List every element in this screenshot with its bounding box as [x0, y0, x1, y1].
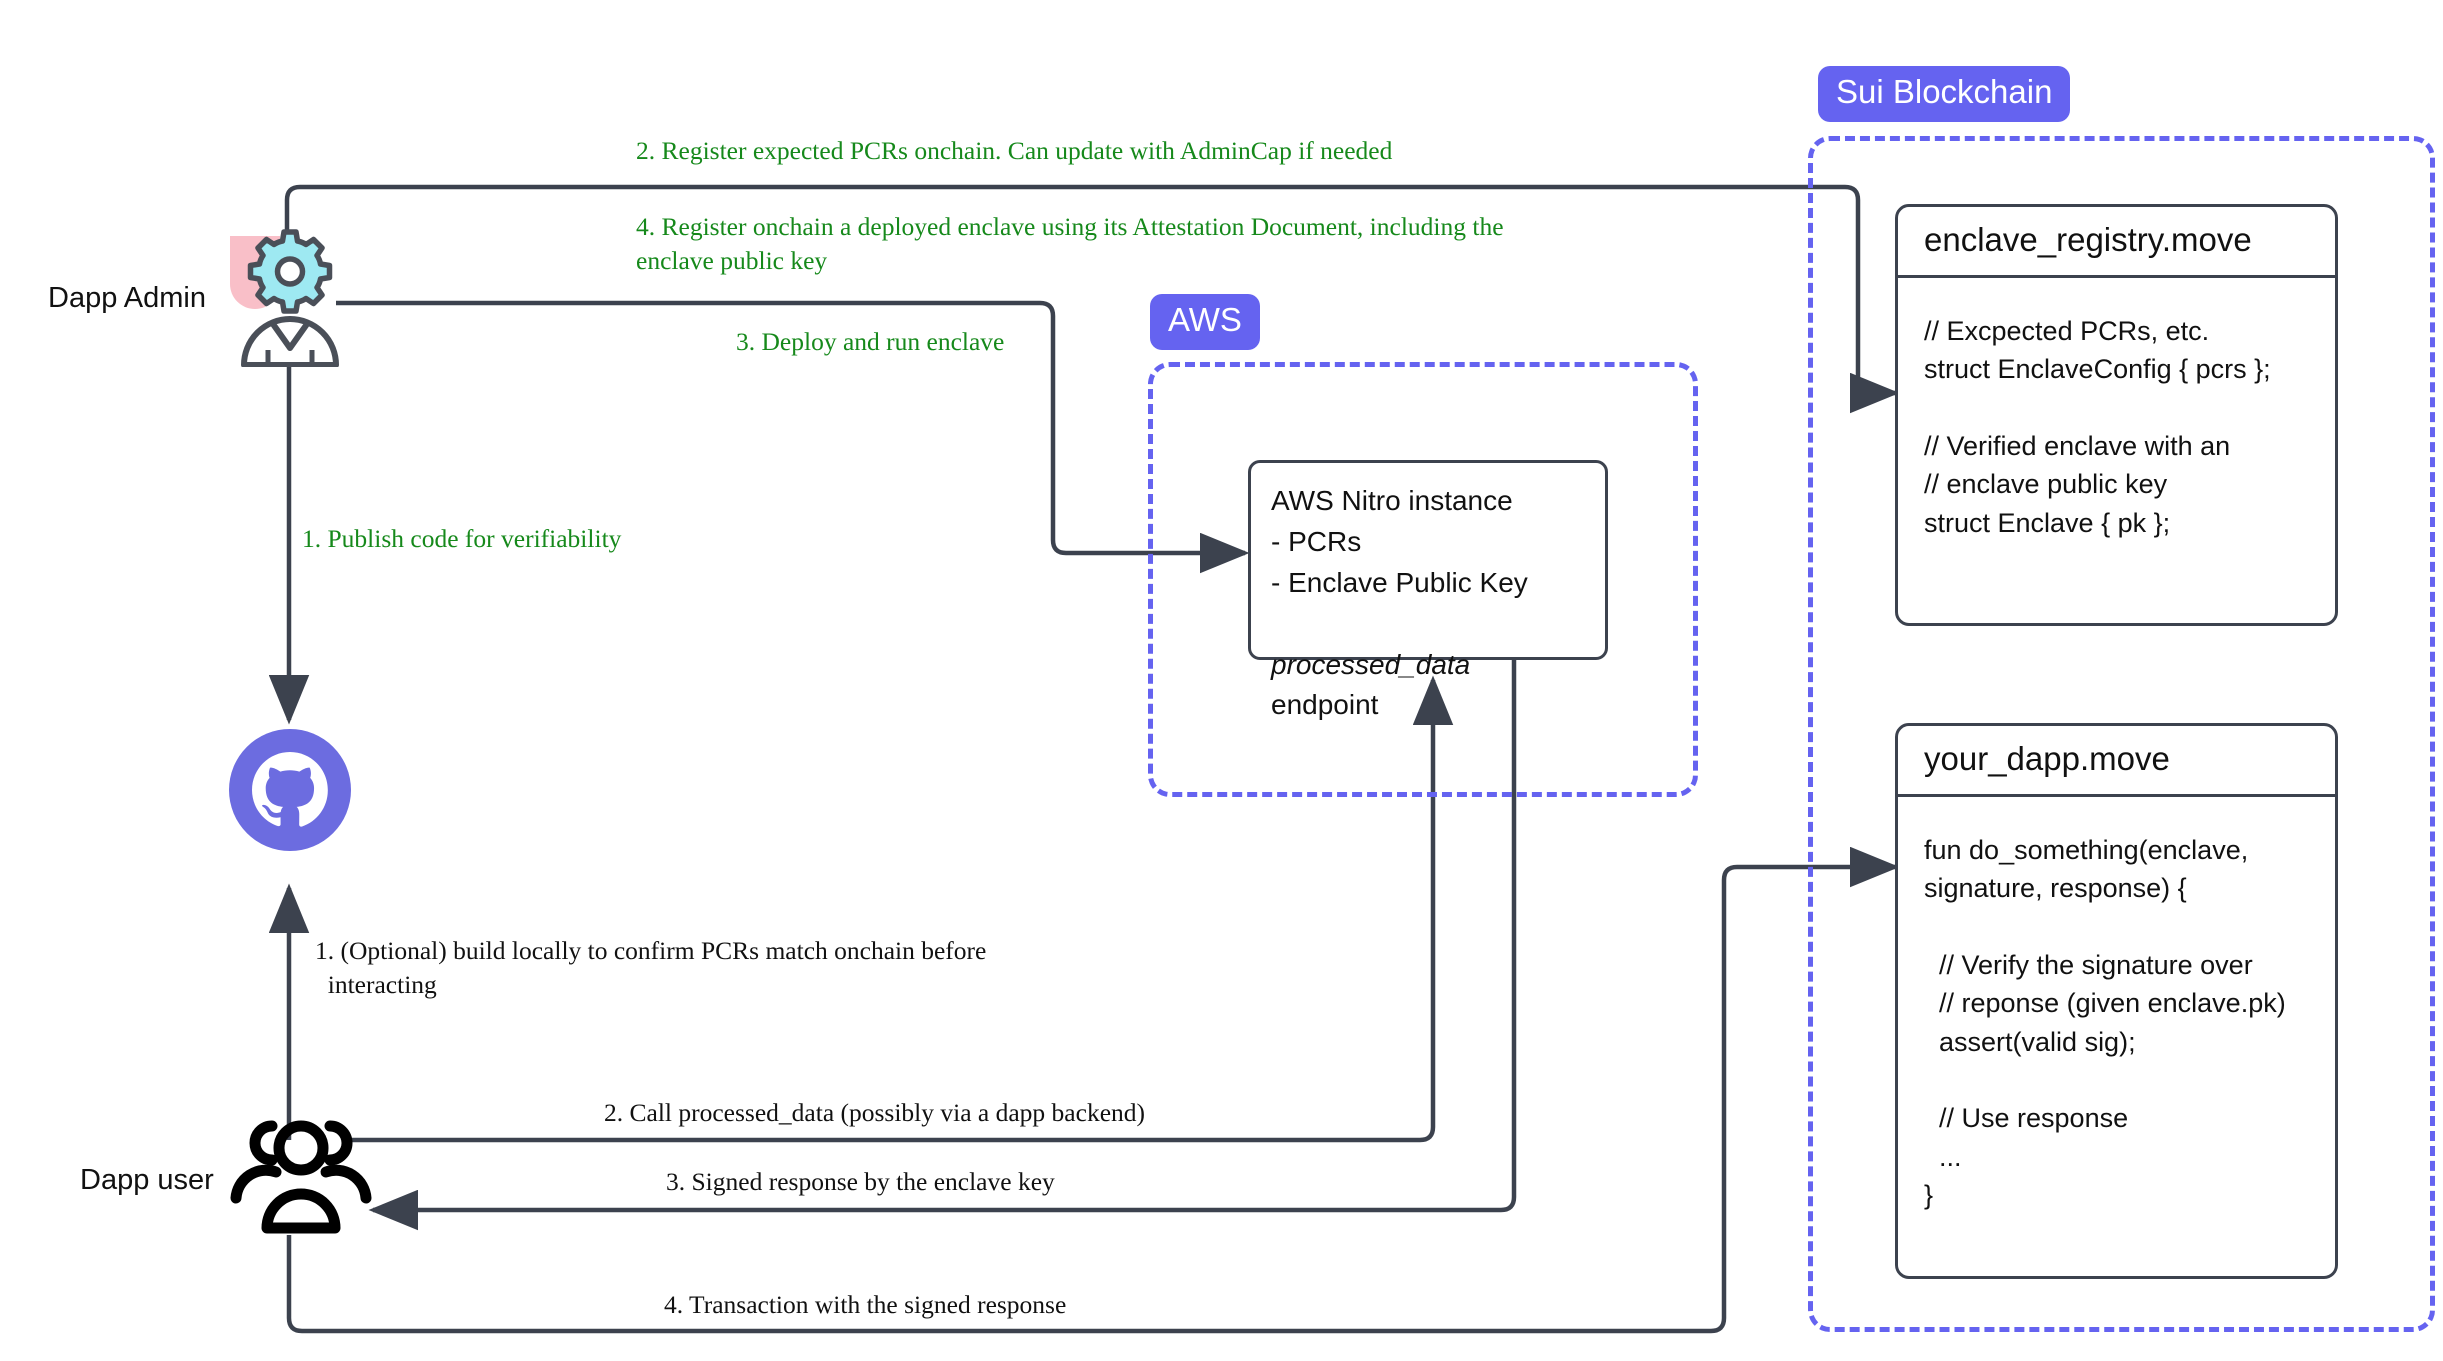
nitro-endpoint-name: processed_data: [1271, 648, 1471, 680]
step-user-3-label: 3. Signed response by the enclave key: [666, 1167, 1055, 1196]
step-user-2-label: 2. Call processed_data (possibly via a d…: [604, 1098, 1146, 1127]
module-your-dapp-body: fun do_something(enclave, signature, res…: [1924, 835, 2286, 1210]
aws-zone-boundary: [1148, 362, 1698, 797]
connector-enclave-signed-response: [368, 660, 1517, 1231]
module-enclave-registry-title: enclave_registry.move: [1898, 207, 2335, 278]
step-user-1-label: 1. (Optional) build locally to confirm P…: [315, 934, 1075, 1001]
aws-zone-pill: AWS: [1150, 294, 1260, 350]
module-enclave-registry: enclave_registry.move // Excpected PCRs,…: [1895, 204, 2338, 626]
connector-admin-deploy-enclave: [336, 300, 1250, 574]
connector-user-transaction: [286, 846, 1900, 1334]
connector-admin-register-pcrs: [284, 184, 1900, 414]
step-admin-4-line1: 4. Register onchain a deployed enclave u…: [636, 212, 1504, 241]
step-user-1-line2: interacting: [327, 969, 437, 999]
users-group-icon: [228, 1102, 374, 1236]
sui-zone-pill: Sui Blockchain: [1818, 66, 2071, 122]
aws-nitro-instance-box: AWS Nitro instance - PCRs - Enclave Public…: [1248, 460, 1608, 720]
nitro-endpoint-suffix: endpoint: [1271, 648, 1479, 721]
sui-zone-boundary: [1808, 136, 2435, 1332]
github-icon[interactable]: [228, 728, 352, 852]
step-user-1-line1: 1. (Optional) build locally to confirm P…: [315, 936, 987, 965]
nitro-line-1: AWS Nitro instance: [1271, 485, 1513, 516]
connector-user-call-processed-data: [350, 675, 1454, 1143]
step-admin-1-label: 1. Publish code for verifiability: [302, 524, 622, 553]
step-admin-4-line2: enclave public key: [636, 245, 828, 275]
step-admin-4-label: 4. Register onchain a deployed enclave u…: [636, 210, 1576, 277]
step-user-4-label: 4. Transaction with the signed response: [664, 1290, 1067, 1319]
nitro-line-3: - Enclave Public Key: [1271, 566, 1528, 598]
admin-gear-person-icon: [228, 222, 352, 368]
user-label: Dapp user: [80, 1164, 214, 1196]
step-admin-2-label: 2. Register expected PCRs onchain. Can u…: [636, 136, 1393, 165]
module-enclave-registry-body: // Excpected PCRs, etc. struct EnclaveCo…: [1924, 316, 2271, 538]
nitro-line-2: - PCRs: [1271, 525, 1362, 557]
admin-label: Dapp Admin: [48, 282, 206, 314]
step-admin-3-label: 3. Deploy and run enclave: [736, 327, 1005, 356]
module-your-dapp-title: your_dapp.move: [1898, 726, 2335, 797]
module-your-dapp: your_dapp.move fun do_something(enclave,…: [1895, 723, 2338, 1279]
